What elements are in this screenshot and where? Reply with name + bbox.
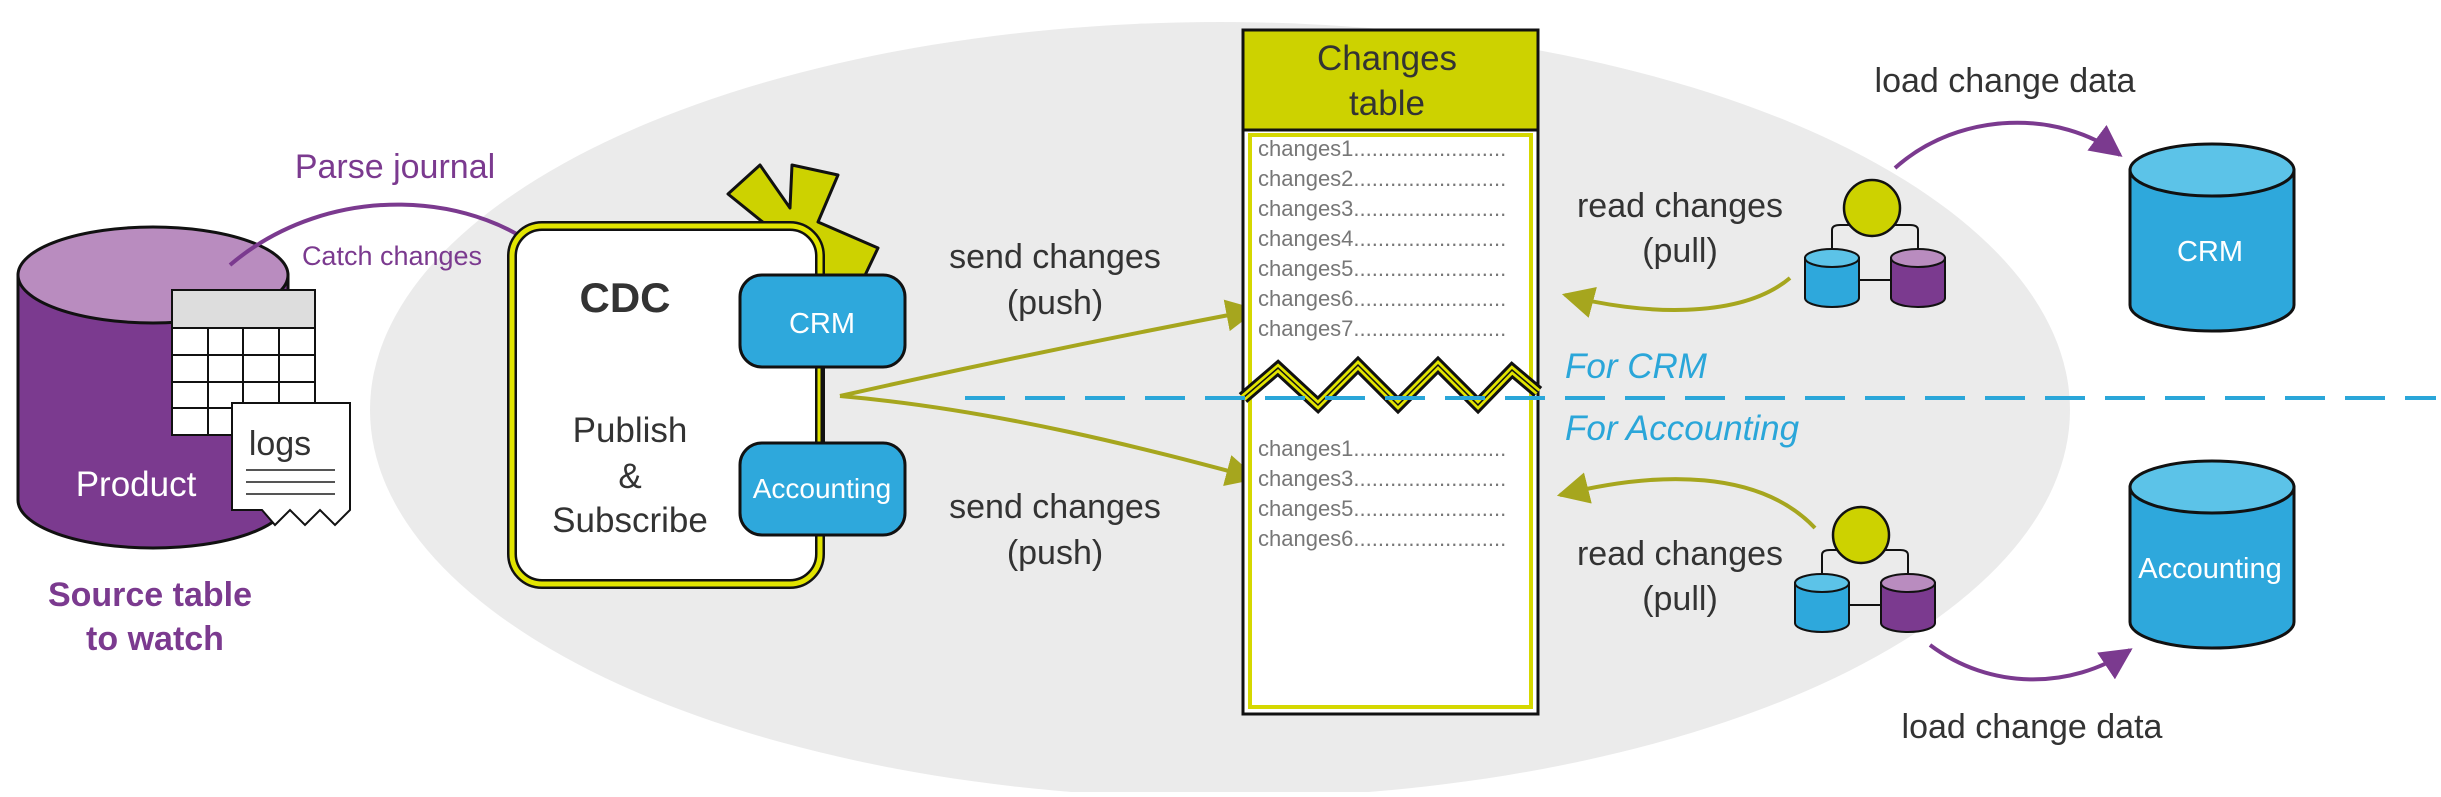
changes-crm-row: changes7......................... (1258, 316, 1506, 341)
source-db-label: Product (76, 465, 197, 504)
changes-crm-row: changes3......................... (1258, 196, 1506, 221)
logs-document-icon (231, 402, 351, 527)
cdc-accounting-label: Accounting (753, 473, 892, 504)
push-crm-arrow (839, 299, 1259, 398)
load-top-label: load change data (1875, 62, 2136, 100)
changes-table: Changes table changes1..................… (1238, 28, 1543, 716)
parse-journal-label: Parse journal (295, 148, 495, 186)
cdc-line1: Publish (573, 411, 688, 450)
push-bottom-line2: (push) (1007, 534, 1103, 572)
pull-top-line1: read changes (1577, 187, 1783, 225)
changes-crm-row: changes5......................... (1258, 256, 1506, 281)
load-accounting-arrow (1928, 643, 2133, 682)
load-bottom-label: load change data (1902, 708, 2163, 746)
source-caption-line1: Source table (48, 576, 252, 614)
cdc-line3: Subscribe (552, 501, 708, 540)
cdc-line2: & (618, 457, 641, 496)
crm-etl-process-icon (1804, 178, 1946, 308)
changes-crm-row: changes4......................... (1258, 226, 1506, 251)
push-top-line1: send changes (949, 238, 1161, 276)
pull-accounting-arrow (1556, 472, 1817, 530)
changes-table-title-line2: table (1349, 84, 1425, 123)
push-bottom-line1: send changes (949, 488, 1161, 526)
changes-rows-crm: changes1......................... changes… (1258, 136, 1506, 341)
pull-top-line2: (pull) (1642, 232, 1718, 270)
changes-crm-row: changes6......................... (1258, 286, 1506, 311)
changes-accounting-row: changes1......................... (1258, 436, 1506, 461)
source-caption-line2: to watch (86, 620, 224, 658)
pull-bottom-line2: (pull) (1642, 580, 1718, 618)
load-crm-arrow (1893, 120, 2123, 170)
push-top-line2: (push) (1007, 284, 1103, 322)
crm-target-label: CRM (2177, 236, 2243, 268)
changes-accounting-row: changes3......................... (1258, 466, 1506, 491)
pull-bottom-line1: read changes (1577, 535, 1783, 573)
changes-crm-row: changes1......................... (1258, 136, 1506, 161)
cdc-accounting-subscriber: Accounting (738, 441, 907, 537)
changes-rows-accounting: changes1......................... changes… (1258, 436, 1506, 551)
cdc-title: CDC (580, 274, 671, 321)
changes-accounting-row: changes6......................... (1258, 526, 1506, 551)
accounting-target-database-icon (2128, 459, 2296, 650)
pull-crm-arrow (1561, 276, 1792, 318)
divider-accounting-label: For Accounting (1565, 409, 1800, 448)
changes-crm-row: changes2......................... (1258, 166, 1506, 191)
cdc-crm-label: CRM (789, 308, 855, 340)
accounting-etl-process-icon (1794, 505, 1936, 633)
crm-target-database-icon (2128, 142, 2296, 333)
changes-accounting-row: changes5......................... (1258, 496, 1506, 521)
cdc-crm-subscriber: CRM (738, 273, 907, 369)
logs-label: logs (249, 425, 311, 463)
accounting-target-label: Accounting (2138, 553, 2282, 585)
divider-crm-label: For CRM (1565, 347, 1708, 386)
push-accounting-arrow (839, 394, 1259, 487)
changes-table-title-line1: Changes (1317, 39, 1457, 78)
catch-changes-label: Catch changes (302, 241, 482, 271)
